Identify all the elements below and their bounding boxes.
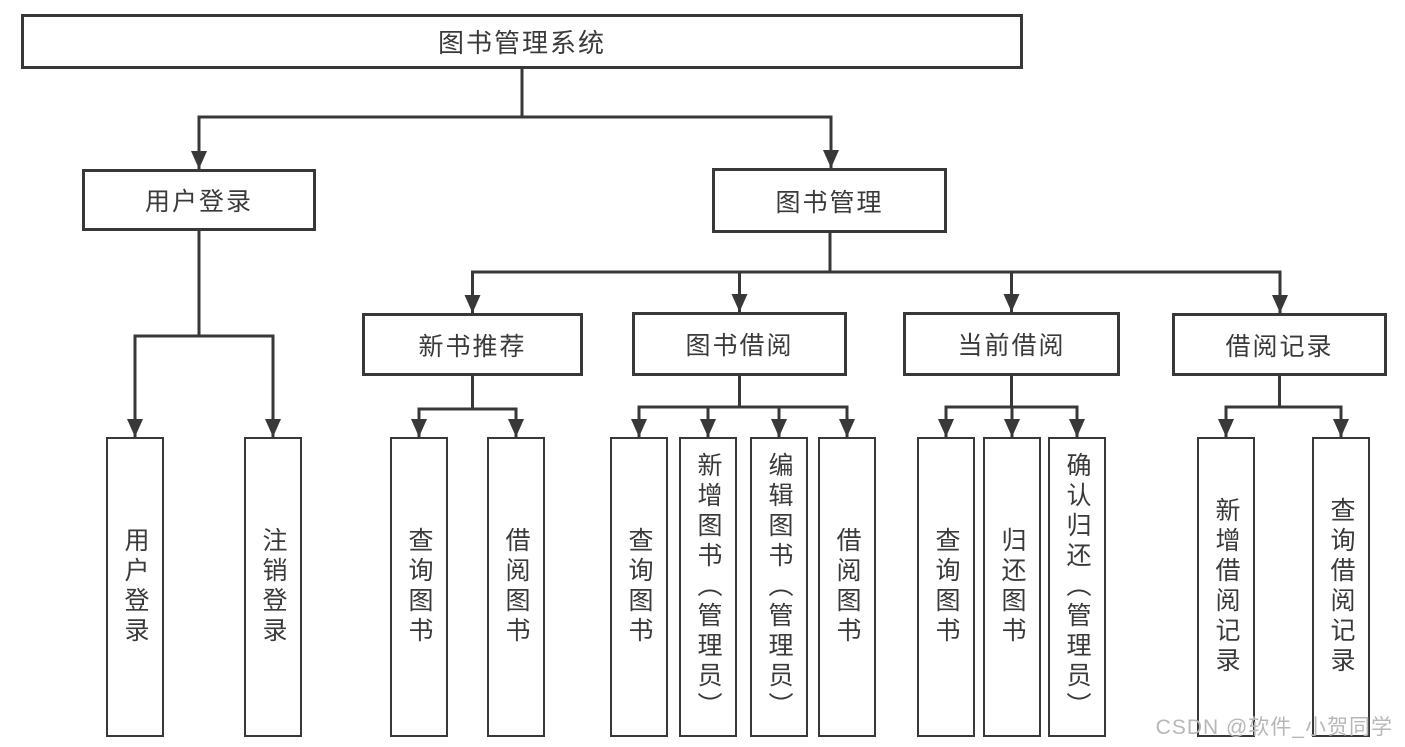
- node-leaf-edit-book-admin: 编辑图书（管理员）: [750, 437, 808, 737]
- node-book-system: 图书管理系统: [21, 14, 1023, 69]
- node-leaf-query-book-recommend: 查询图书: [390, 437, 448, 737]
- node-leaf-query-borrow-record: 查询借阅记录: [1312, 437, 1370, 737]
- node-leaf-query-book-borrow: 查询图书: [610, 437, 668, 737]
- node-leaf-logout: 注销登录: [244, 437, 302, 737]
- node-leaf-add-book-admin: 新增图书（管理员）: [679, 437, 737, 737]
- node-book-borrow: 图书借阅: [632, 312, 847, 376]
- node-leaf-borrow-book-recommend: 借阅图书: [487, 437, 545, 737]
- node-book-management: 图书管理: [712, 168, 947, 233]
- node-new-book-recommend: 新书推荐: [362, 313, 583, 376]
- csdn-watermark: CSDN @软件_小贺同学: [1155, 716, 1393, 739]
- node-leaf-borrow-book: 借阅图书: [818, 437, 876, 737]
- node-borrow-records: 借阅记录: [1172, 313, 1387, 376]
- node-leaf-confirm-return-admin: 确认归还（管理员）: [1048, 437, 1106, 737]
- node-current-borrow: 当前借阅: [903, 312, 1120, 376]
- node-leaf-query-book-current: 查询图书: [917, 437, 975, 737]
- node-leaf-add-borrow-record: 新增借阅记录: [1197, 437, 1255, 737]
- node-user-login: 用户登录: [82, 169, 316, 231]
- node-leaf-return-book: 归还图书: [983, 437, 1041, 737]
- node-leaf-user-login: 用户登录: [106, 437, 164, 737]
